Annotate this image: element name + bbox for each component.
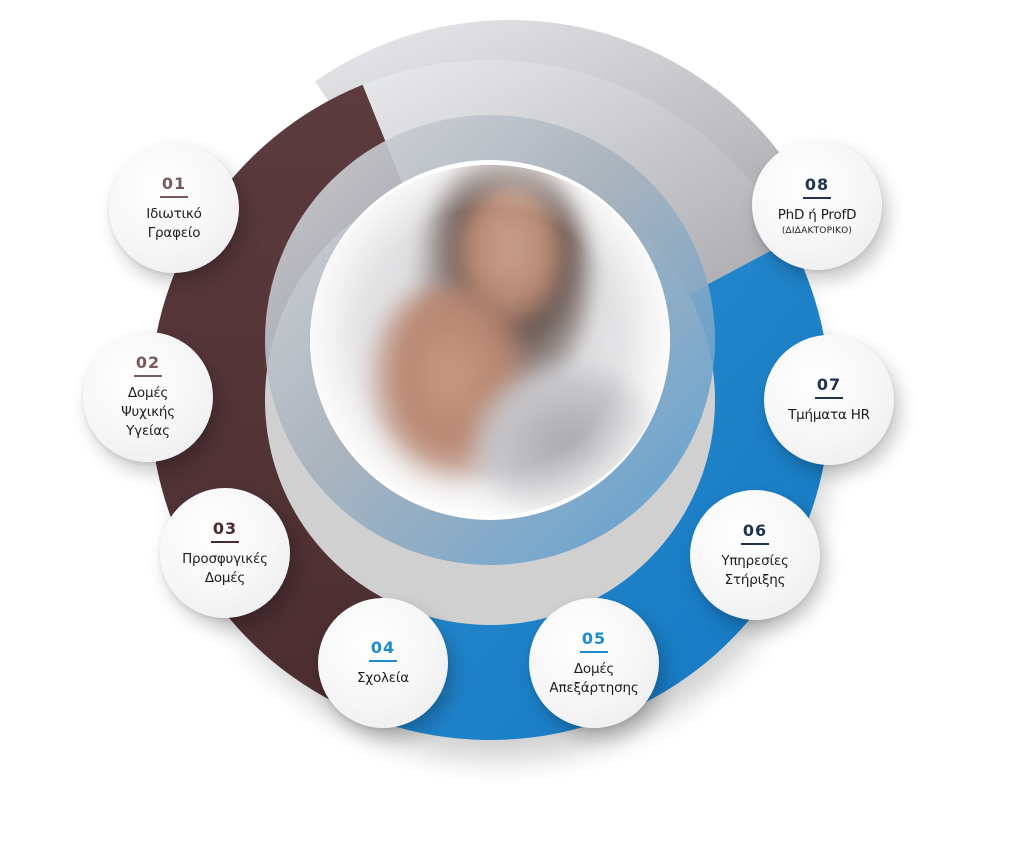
node-08[interactable]: 08 PhD ή ProfD (ΔΙΔΑΚΤΟΡΙΚΟ) (752, 140, 882, 270)
node-number: 06 (740, 521, 770, 545)
node-label: Σχολεία (357, 670, 409, 686)
node-sublabel: (ΔΙΔΑΚΤΟΡΙΚΟ) (781, 225, 853, 236)
node-number: 05 (579, 629, 609, 653)
node-number: 04 (368, 638, 398, 662)
node-label: Τμήματα HR (788, 407, 870, 423)
node-label: PhD ή ProfD (777, 206, 857, 223)
node-label: Προσφυγικές Δομές (182, 550, 268, 586)
node-label: Ιδιωτικό Γραφείο (146, 205, 202, 241)
node-02[interactable]: 02 Δομές Ψυχικής Υγείας (83, 332, 213, 462)
node-label: Δομές Ψυχικής Υγείας (121, 385, 175, 439)
ring-segment-blue (384, 240, 830, 740)
node-03[interactable]: 03 Προσφυγικές Δομές (160, 488, 290, 618)
node-label: Δομές Απεξάρτησης (549, 660, 639, 696)
node-01[interactable]: 01 Ιδιωτικό Γραφείο (109, 143, 239, 273)
node-number: 07 (814, 375, 844, 399)
node-07[interactable]: 07 Τμήματα HR (764, 335, 894, 465)
center-photo (310, 165, 670, 515)
node-label: Υπηρεσίες Στήριξης (721, 552, 789, 588)
node-number: 01 (159, 174, 189, 198)
node-06[interactable]: 06 Υπηρεσίες Στήριξης (690, 490, 820, 620)
node-04[interactable]: 04 Σχολεία (318, 598, 448, 728)
node-number: 03 (210, 519, 240, 543)
node-05[interactable]: 05 Δομές Απεξάρτησης (529, 598, 659, 728)
node-number: 02 (133, 353, 163, 377)
node-number: 08 (802, 175, 832, 199)
